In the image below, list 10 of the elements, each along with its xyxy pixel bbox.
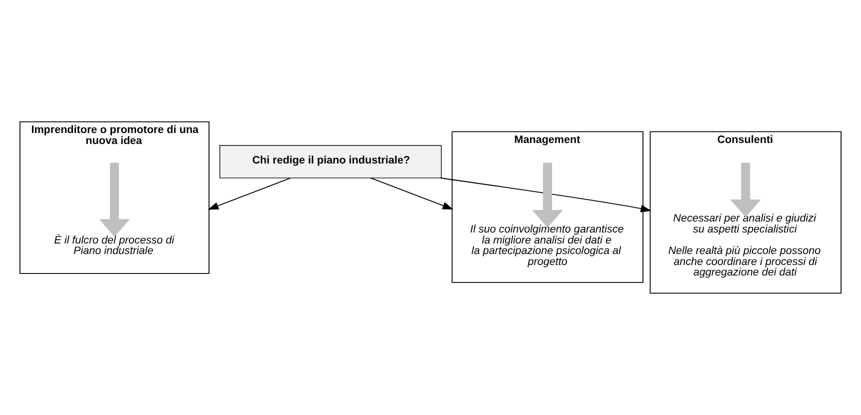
node-text: È il fulcro del processo di Piano industriale xyxy=(54,234,174,258)
arrow xyxy=(370,178,454,210)
node-text: Il suo coinvolgimento garantisce la migliore analisi dei dati e la partecipazione psicologica al progetto xyxy=(470,224,624,268)
arrow xyxy=(99,162,130,237)
arrow xyxy=(730,162,762,218)
arrow xyxy=(440,178,652,212)
arrow xyxy=(532,162,563,228)
node-box: Chi redige il piano industriale? xyxy=(219,145,442,178)
node-text: Necessari per analisi e giudizi su aspetti specialistici Nelle realtà più piccole possono anche coordinare i processi di aggregazione dei dati xyxy=(668,212,821,279)
arrow xyxy=(208,178,291,210)
